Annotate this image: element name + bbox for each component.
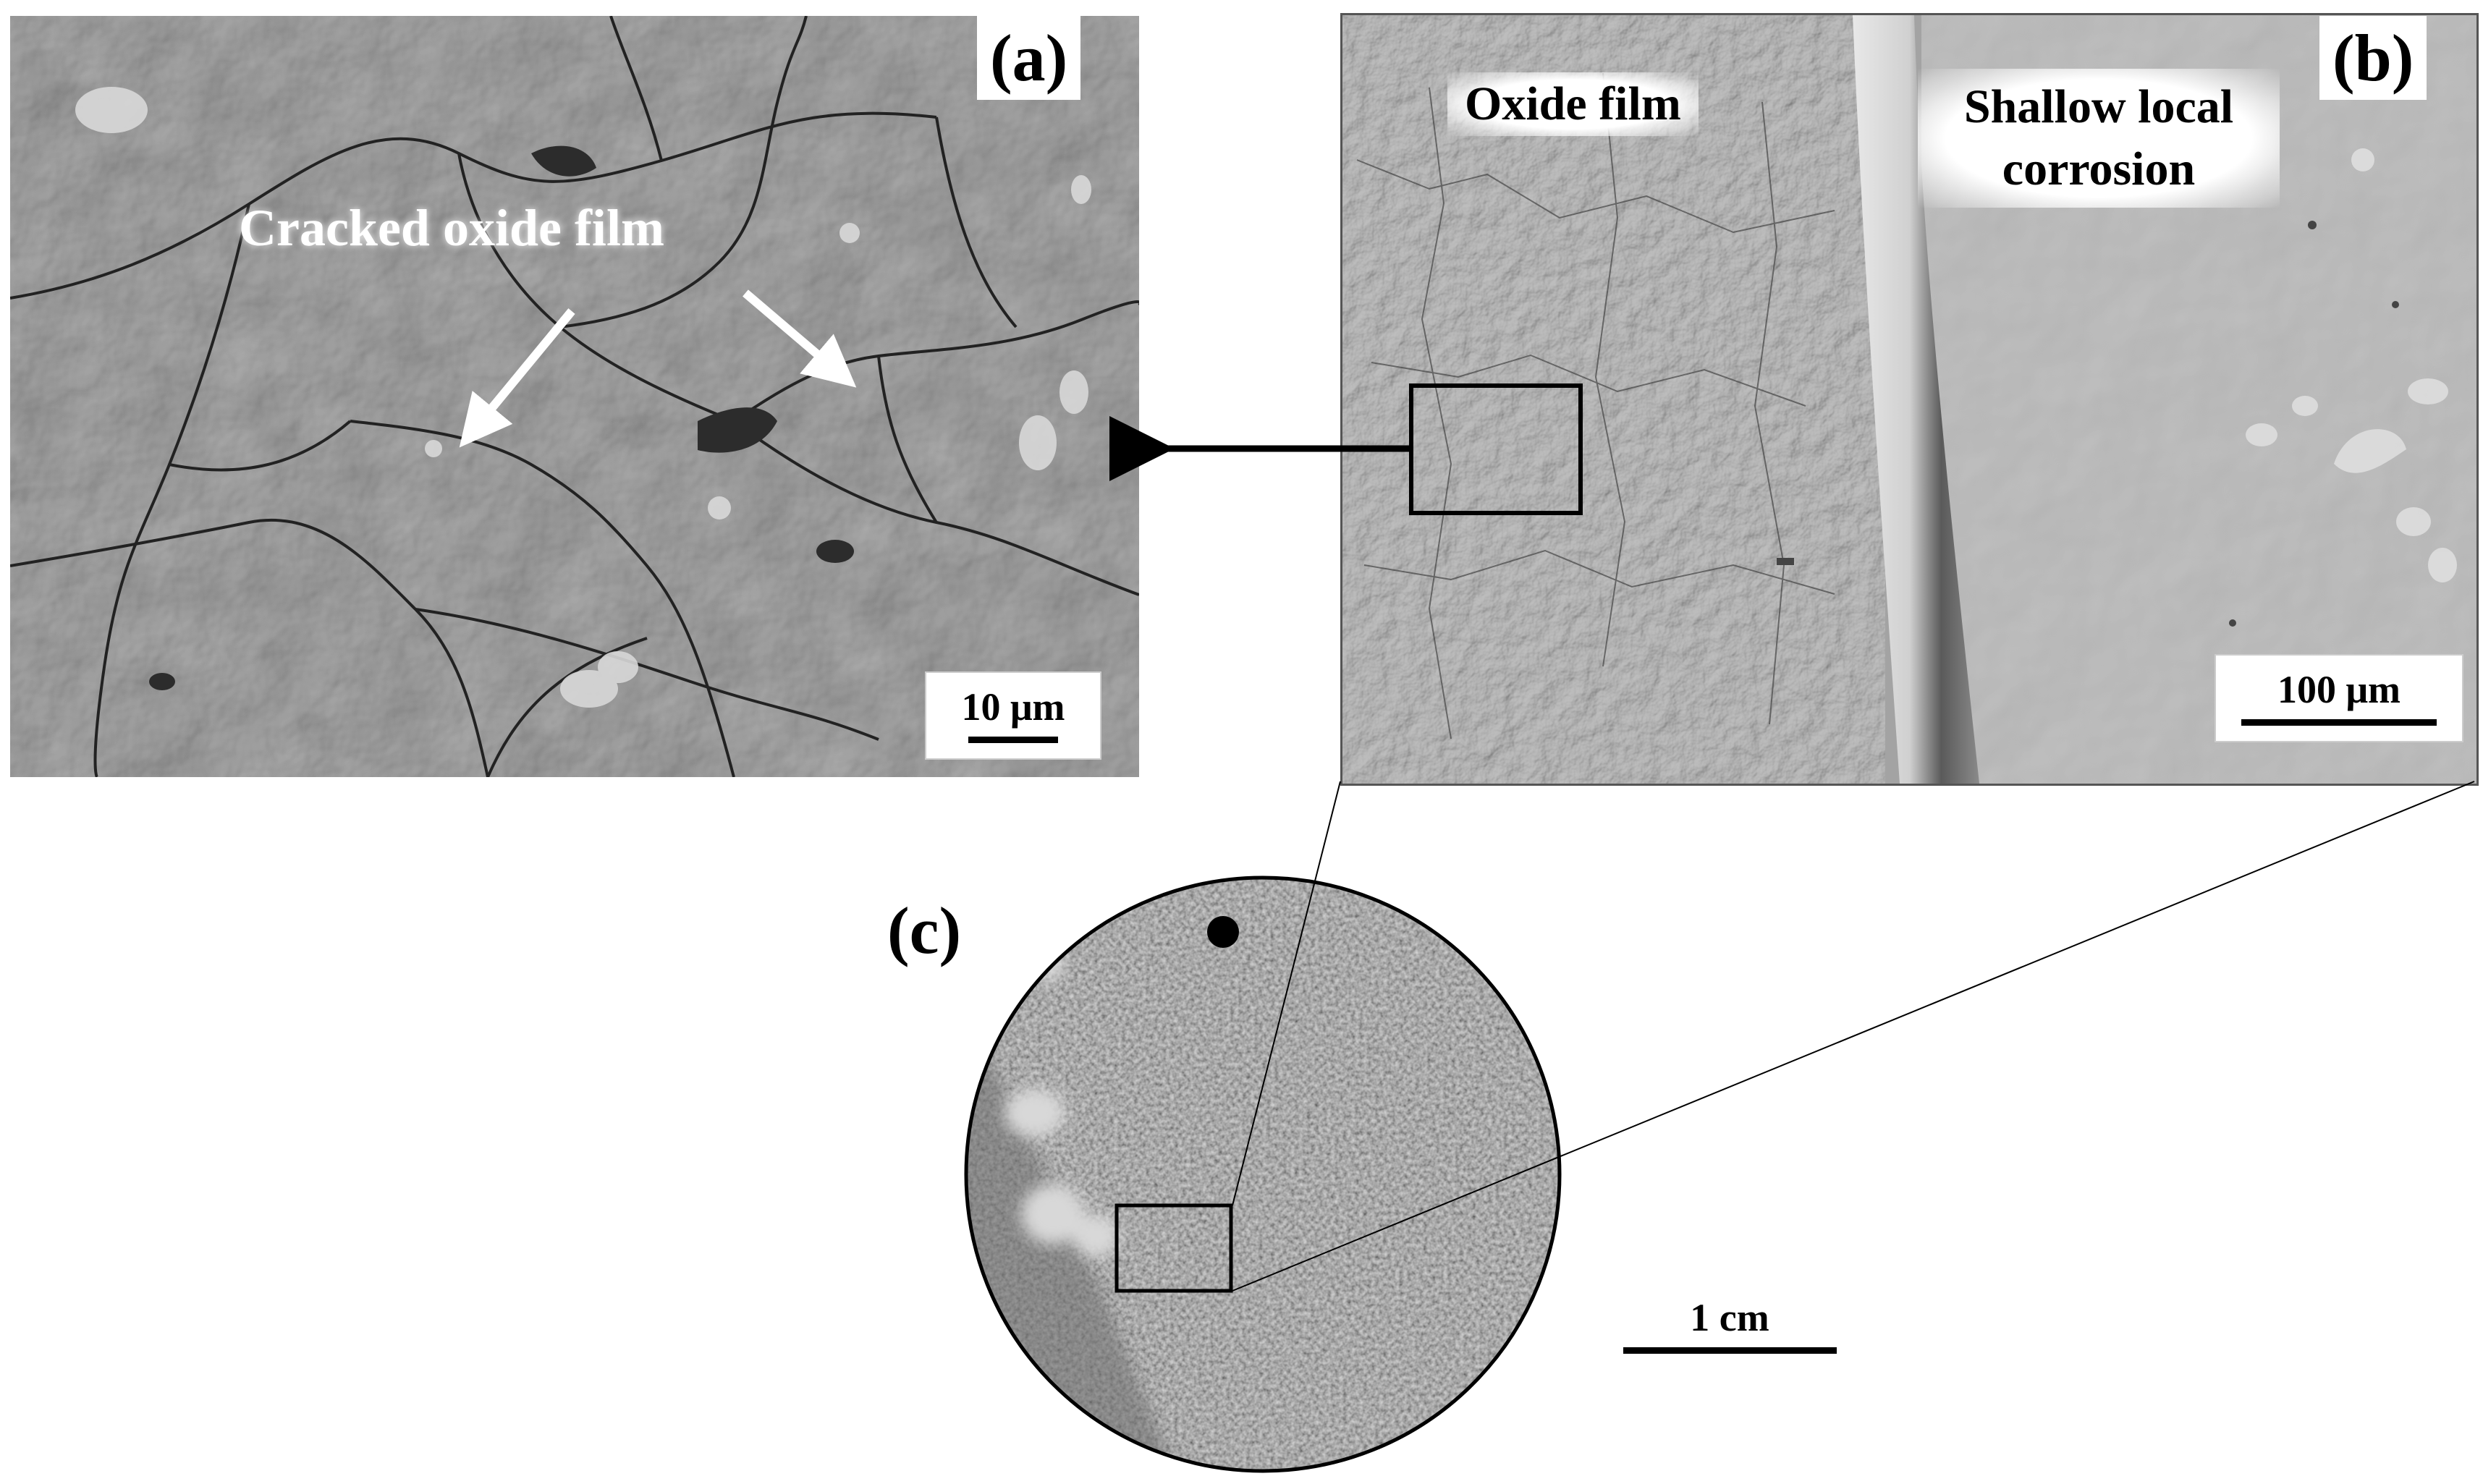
corrosion-step-edge <box>1853 15 1979 784</box>
sem-texture-a <box>10 16 1139 777</box>
fine-cracks <box>1356 72 1835 739</box>
bright-inclusions <box>1004 949 1120 1258</box>
bright-features <box>2246 148 2457 582</box>
panel-label-c: (c) <box>887 894 962 967</box>
panel-label-b: (b) <box>2319 16 2427 100</box>
scale-bar-b-label: 100 μm <box>2277 668 2401 711</box>
sem-image-b <box>1340 13 2479 786</box>
optical-sample-c <box>937 874 1589 1475</box>
dark-pits <box>149 145 854 690</box>
scale-bar-b-line <box>2241 719 2437 726</box>
dark-spot <box>1207 916 1239 948</box>
scale-bar-a: 10 μm <box>925 671 1101 760</box>
scale-bar-b: 100 μm <box>2215 654 2463 742</box>
scale-bar-a-line <box>968 737 1058 743</box>
scale-bar-c: 1 cm <box>1621 1298 1838 1363</box>
annotation-oxide-film: Oxide film <box>1447 72 1699 136</box>
annotation-cracked-oxide-film: Cracked oxide film <box>239 199 664 257</box>
zoom-box-c <box>1114 1203 1233 1293</box>
scale-bar-c-label: 1 cm <box>1690 1296 1769 1339</box>
bright-nodules <box>75 87 1091 708</box>
zoom-box-b <box>1409 383 1583 515</box>
sample-disc-svg <box>964 875 1562 1473</box>
panel-label-a: (a) <box>977 16 1081 100</box>
dark-specks <box>1777 221 2399 627</box>
scale-bar-c-line <box>1623 1347 1837 1354</box>
scale-bar-a-label: 10 μm <box>961 685 1065 729</box>
sem-image-a <box>10 16 1139 777</box>
annotation-shallow-local-corrosion: Shallow local corrosion <box>1918 69 2280 208</box>
